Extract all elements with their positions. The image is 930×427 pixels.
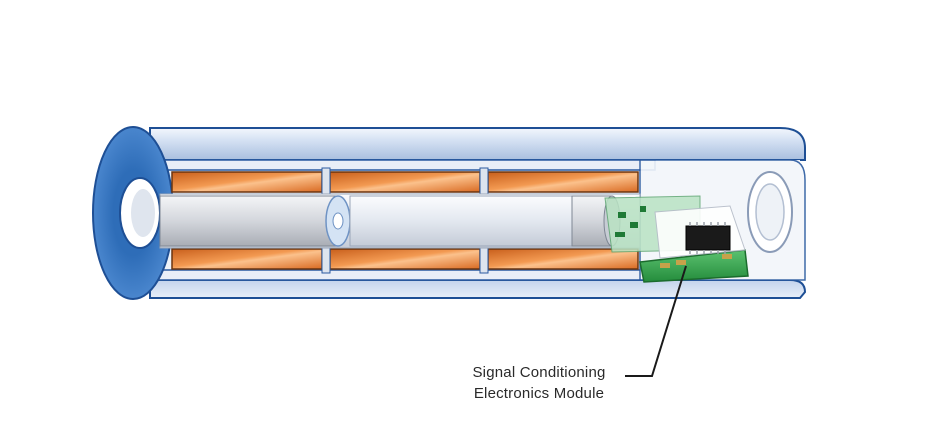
pcb-module-icon <box>604 195 749 283</box>
callout-leader-line <box>625 265 687 377</box>
core-rod-icon <box>159 195 621 247</box>
callout-label-line1: Signal Conditioning <box>472 364 606 381</box>
callout-label-line2: Electronics Module <box>473 385 605 402</box>
ic-chip-icon <box>685 222 731 254</box>
coil-winding-icon <box>171 167 639 274</box>
